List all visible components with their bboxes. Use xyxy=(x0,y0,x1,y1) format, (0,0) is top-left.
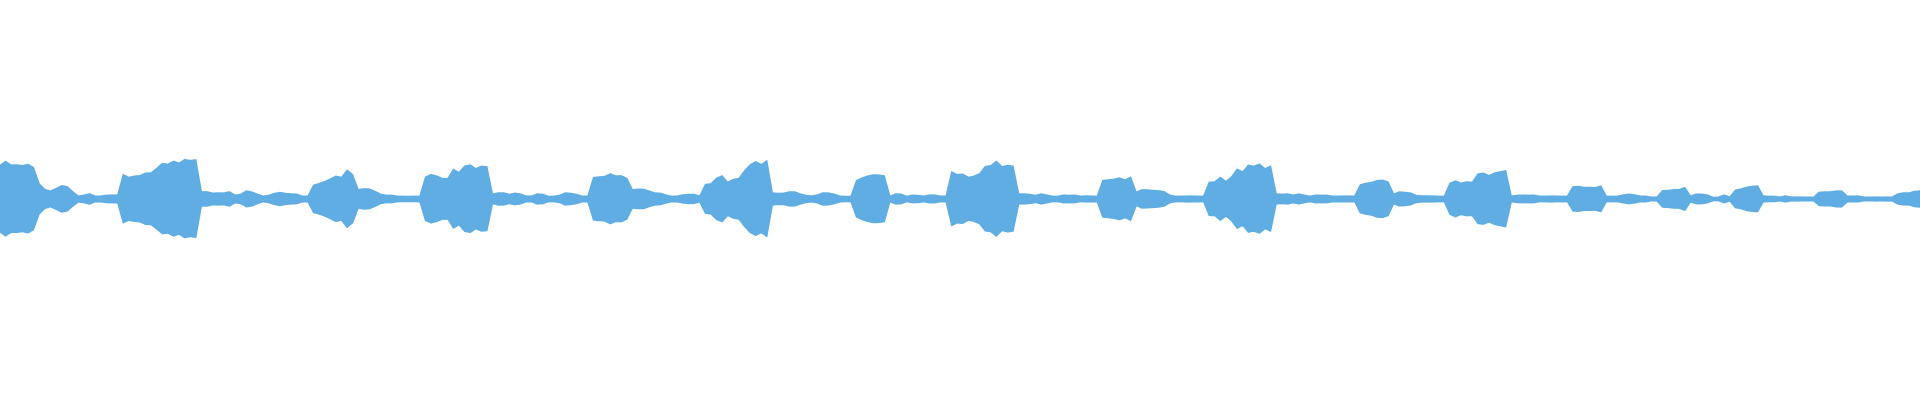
waveform-shape xyxy=(0,158,1920,239)
